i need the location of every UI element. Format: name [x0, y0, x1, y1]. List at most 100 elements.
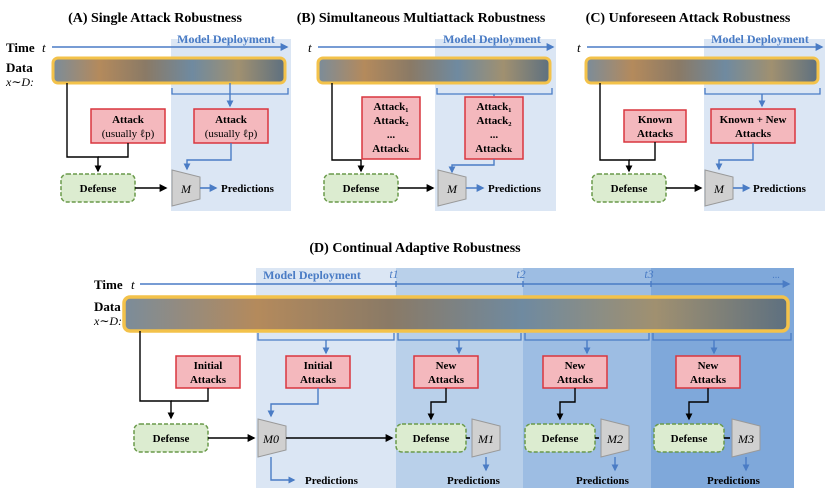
attack-box-post-line1: Attack: [215, 114, 248, 126]
initial-attack-line1: Initial: [194, 360, 223, 372]
attack-box-post-line2: Attacks: [735, 128, 772, 140]
image-strip-frame: [51, 56, 287, 85]
image-strip: [316, 56, 552, 85]
image-strip-frame: [584, 56, 820, 85]
panel-a: (A) Single Attack Robustness Time t Mode…: [5, 11, 291, 211]
data-to-defense-arrow: [331, 83, 365, 173]
new-attack-2-line1: New: [565, 360, 586, 372]
panel-c: (C) Unforeseen Attack Robustness t Model…: [577, 11, 825, 211]
new-attack-box-2: [542, 355, 608, 389]
new-attack-2-line2: Attacks: [557, 374, 594, 386]
deployment-label: Model Deployment: [263, 268, 361, 282]
deploy-attack-line1: Initial: [304, 360, 333, 372]
attack-box-post: [710, 108, 796, 144]
defense-label-2: Defense: [542, 433, 579, 445]
model-label: M: [180, 182, 192, 196]
defense-label: Defense: [80, 183, 117, 195]
panel-title: (C) Unforeseen Attack Robustness: [586, 11, 791, 26]
defense-label-3: Defense: [671, 433, 708, 445]
predictions-label: Predictions: [221, 183, 275, 195]
deploy-attack-line2: Attacks: [300, 374, 337, 386]
attack-box-pre-line4: Attackₖ: [372, 143, 410, 155]
attack-box-post-line2: (usually ℓp): [205, 128, 258, 140]
deployment-label: Model Deployment: [711, 32, 809, 46]
attack-to-model-arrow: [183, 143, 232, 171]
time-symbol: t: [577, 40, 581, 55]
image-strip: [51, 56, 287, 85]
attack-box-pre-line1: Attack: [112, 114, 145, 126]
panel-b: (B) Simultaneous Multiattack Robustness …: [297, 11, 556, 211]
data-sublabel: x∼D:: [93, 314, 122, 328]
model-m1: [471, 418, 501, 458]
attack-to-model-arrow: [448, 159, 495, 174]
time-label: Time: [6, 40, 35, 55]
predictions-label-0: Predictions: [305, 475, 359, 487]
model-m2: [600, 418, 630, 458]
attack2-to-defense2: [556, 388, 576, 421]
model-m1-label: M1: [477, 432, 494, 446]
model-m3: [731, 418, 761, 458]
model-label: M: [446, 182, 458, 196]
attack-box-pre: [623, 109, 687, 143]
attack-box-post-line2: Attack₂: [476, 115, 512, 127]
panel-title: (A) Single Attack Robustness: [68, 11, 242, 26]
predictions-label-1: Predictions: [447, 475, 501, 487]
stage-bracket-3: [652, 333, 792, 341]
data-label: Data: [6, 60, 33, 75]
attack-box-pre: [361, 96, 421, 160]
time-mark-3: t3: [644, 267, 653, 281]
new-attack-box-1: [413, 355, 479, 389]
defense-label-0: Defense: [153, 433, 190, 445]
attack-to-model-arrow: [715, 143, 754, 171]
predictions-label-2: Predictions: [576, 475, 630, 487]
image-strip: [584, 56, 820, 85]
attack-box-post-line3: ...: [490, 129, 499, 141]
image-strip: [122, 295, 790, 333]
image-strip-frame: [122, 295, 790, 333]
data-sublabel: x∼D:: [5, 75, 34, 89]
data-to-defense-arrow: [599, 83, 633, 173]
time-mark-2: t2: [516, 267, 525, 281]
predictions-label-3: Predictions: [707, 475, 761, 487]
attack-box-post-line1: Attack₁: [476, 101, 511, 113]
time-ellipsis: ...: [772, 270, 780, 281]
model-label: M: [713, 182, 725, 196]
data-to-defense-arrow: [66, 83, 102, 173]
new-attack-1-line2: Attacks: [428, 374, 465, 386]
attack-box-pre-line1: Attack₁: [373, 101, 408, 113]
new-attack-1-line1: New: [436, 360, 457, 372]
defense-label: Defense: [343, 183, 380, 195]
attack-box-pre-line2: (usually ℓp): [102, 128, 155, 140]
m0-to-predictions-arrow: [270, 457, 296, 484]
attack3-to-defense3: [685, 388, 709, 421]
model-m3-label: M3: [737, 432, 754, 446]
model-m2-label: M2: [606, 432, 623, 446]
time-label: Time: [94, 277, 123, 292]
attack-box-post: [464, 96, 524, 160]
new-attack-3-line2: Attacks: [690, 374, 727, 386]
attack-box-post-line4: Attackₖ: [475, 143, 513, 155]
panel-title: (B) Simultaneous Multiattack Robustness: [297, 11, 546, 26]
defense-label-1: Defense: [413, 433, 450, 445]
deployment-label: Model Deployment: [443, 32, 541, 46]
defense-label: Defense: [611, 183, 648, 195]
initial-attack-line2: Attacks: [190, 374, 227, 386]
attack-box-pre-line3: ...: [387, 129, 396, 141]
attack1-to-defense1: [427, 388, 447, 421]
model-shape: [704, 169, 734, 207]
attack-box-pre-line2: Attack₂: [373, 115, 409, 127]
attack-box-pre-line2: Attacks: [637, 128, 674, 140]
attack-box-pre: [90, 108, 166, 144]
new-attack-3-line1: New: [698, 360, 719, 372]
attack-to-defense-line: [629, 142, 656, 161]
deployment-bracket: [171, 88, 289, 95]
data-to-defense-arrow: [139, 331, 175, 420]
predictions-label: Predictions: [488, 183, 542, 195]
attack-to-defense-line: [98, 143, 129, 158]
panel-d: (D) Continual Adaptive Robustness Time t…: [93, 241, 794, 488]
data-label: Data: [94, 299, 121, 314]
panel-title: (D) Continual Adaptive Robustness: [309, 241, 521, 256]
time-symbol: t: [131, 277, 135, 292]
